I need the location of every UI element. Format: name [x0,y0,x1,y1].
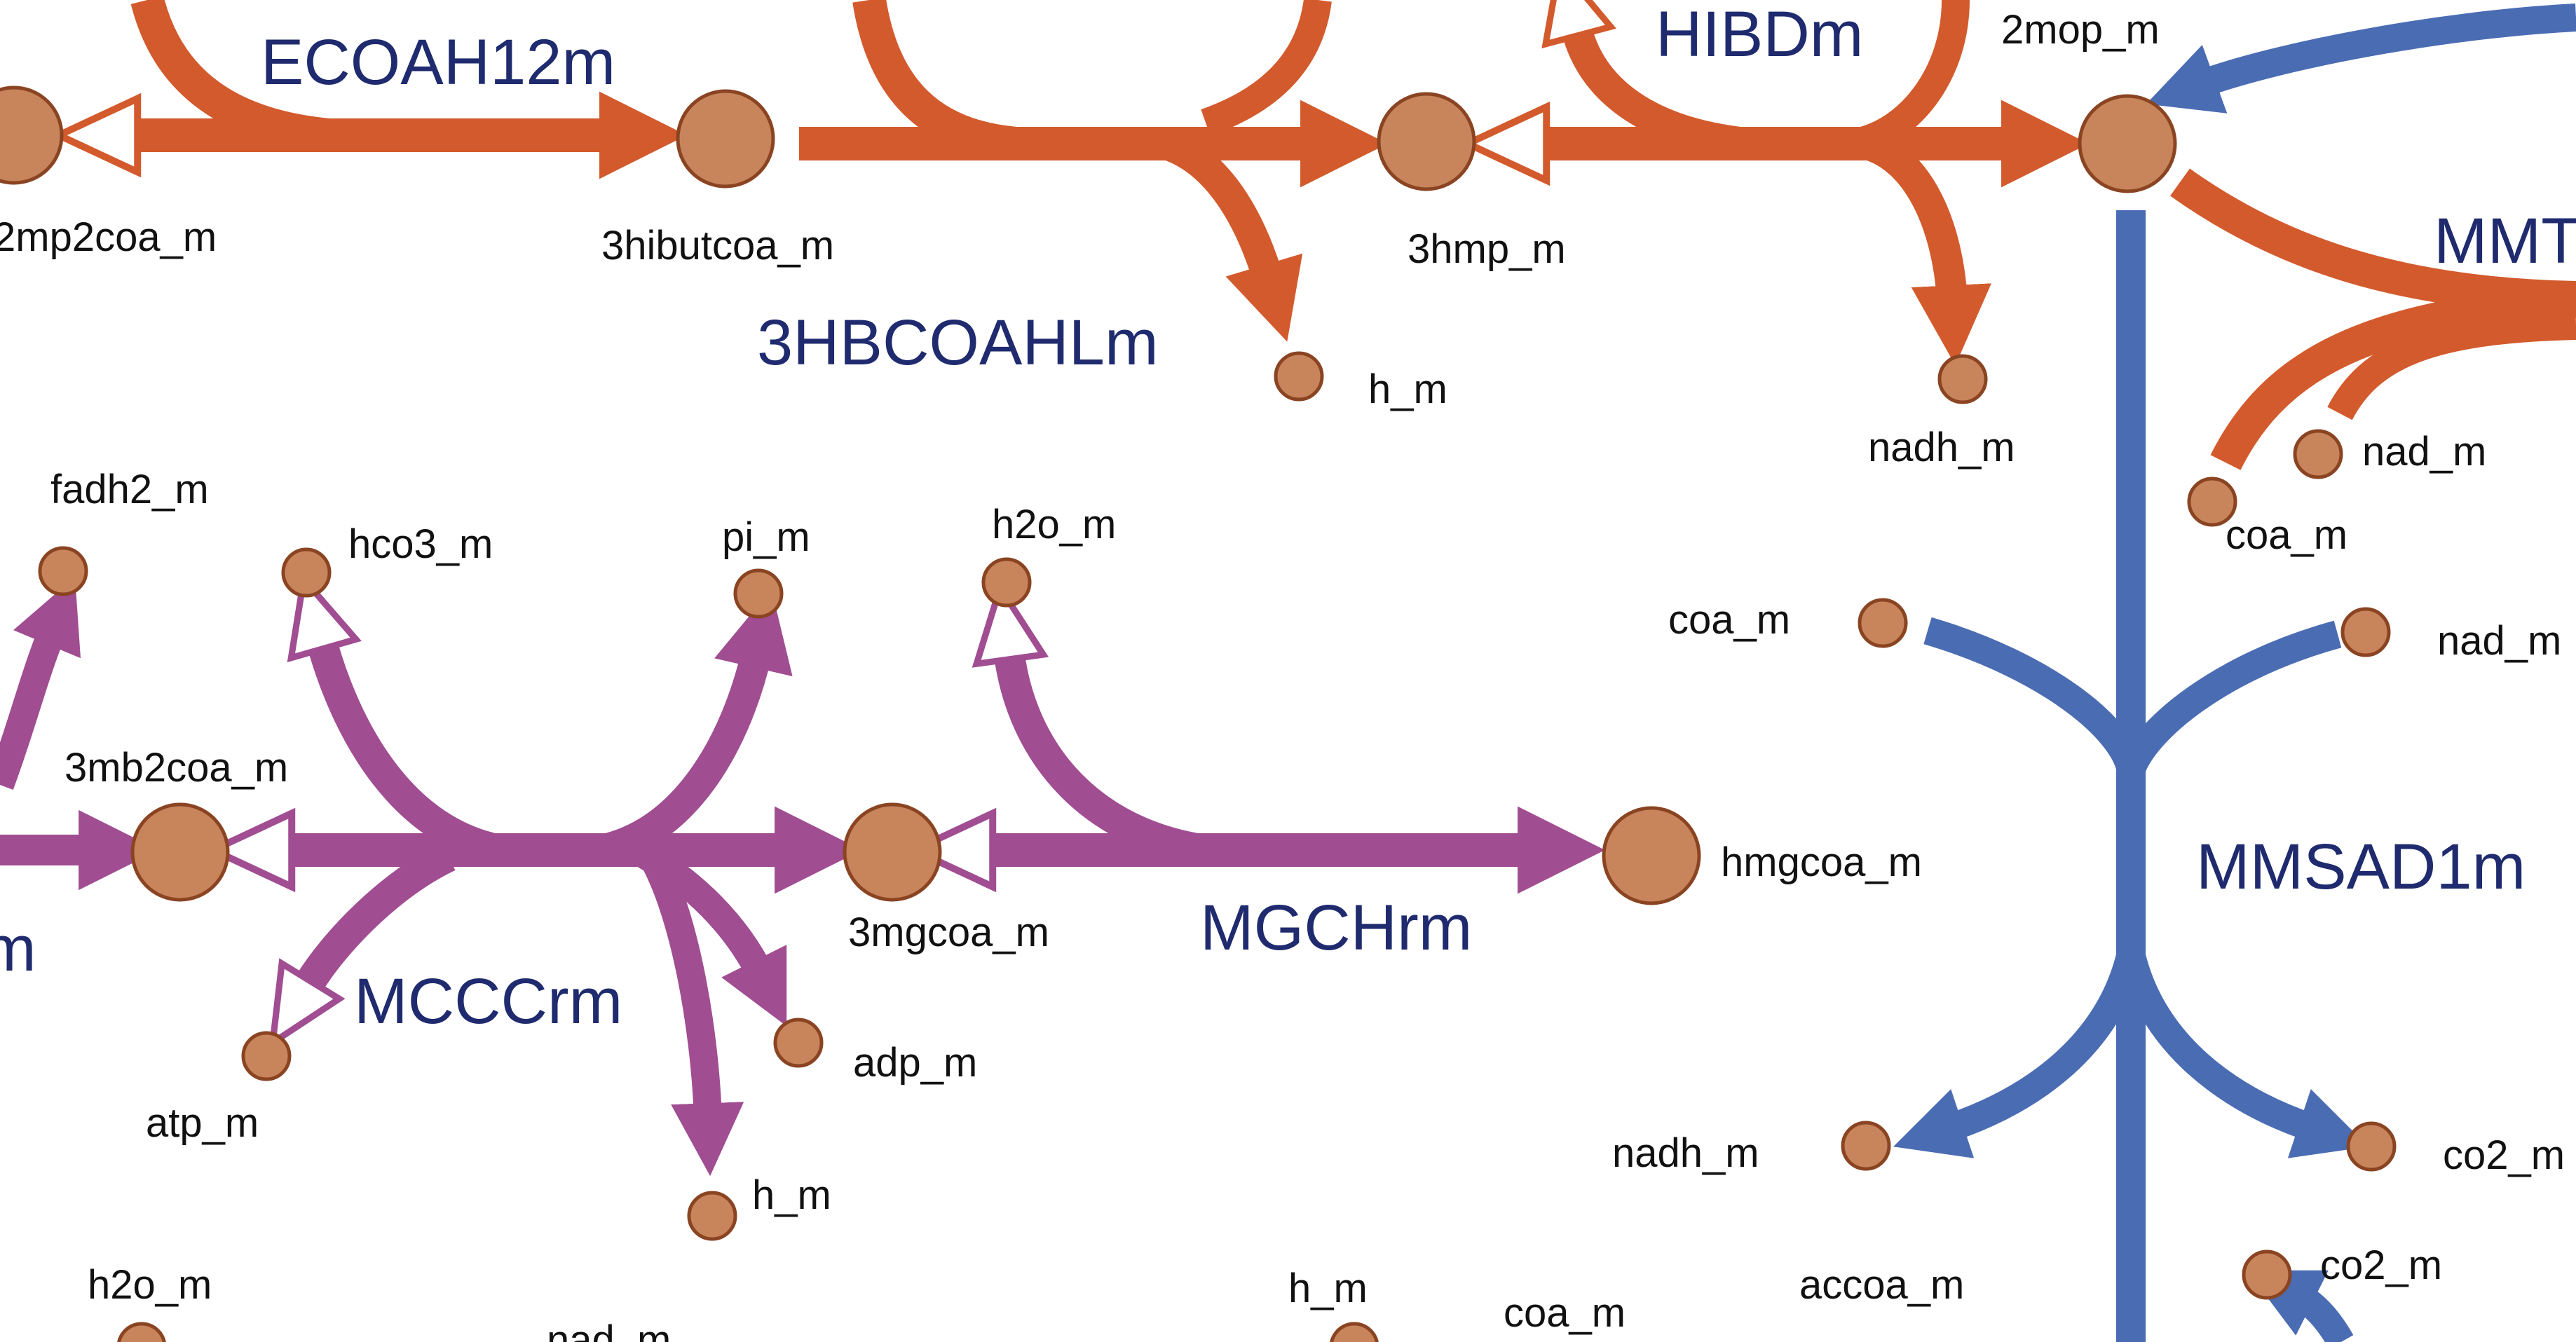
node-fadh2[interactable] [38,546,88,596]
mmt-edge-from-nad[interactable] [2327,312,2576,420]
label-coa-mid: coa_m [1668,597,1790,643]
node-3hibutcoa[interactable] [676,89,775,189]
label-nad-top: nad_m [2362,429,2486,474]
label-coa-bottom: coa_m [1504,1290,1626,1336]
label-pi: pi_m [722,514,810,560]
mcccrm-edge-to-hco3[interactable] [322,645,495,863]
reaction-labels: ECOAH12m HIBDm MMT 3HBCOAHLm MCCCrm MGCH… [0,0,2576,1037]
reaction-mmsad1m[interactable]: MMSAD1m [2196,831,2526,903]
node-coa-top[interactable] [2187,477,2237,527]
node-3hmp[interactable] [1377,92,1476,191]
label-nad-bottom: nad_m [547,1317,671,1342]
mgchrm-edge-to-h2o[interactable] [1009,655,1208,865]
node-nad-top[interactable] [2293,429,2343,479]
node-hmgcoa[interactable] [1602,806,1701,905]
label-adp: adp_m [853,1040,977,1086]
hibdm-edge-top-right[interactable] [1860,0,1970,154]
mcccrm-edge-to-pi[interactable] [605,589,793,863]
reaction-hibdm[interactable]: HIBDm [1656,0,1863,70]
label-hco3: hco3_m [348,521,493,567]
label-3hmp: 3hmp_m [1408,226,1566,272]
hibdm-edge-to-nadh[interactable] [1860,128,1991,366]
node-adp[interactable] [773,1018,824,1068]
mmt-edge-from-coa[interactable] [2210,285,2576,470]
node-nadh-mid[interactable] [1841,1121,1891,1171]
label-3mgcoa: 3mgcoa_m [848,910,1049,955]
label-hmgcoa: hmgcoa_m [1721,840,1922,885]
label-3hibutcoa: 3hibutcoa_m [601,223,834,268]
label-2mp2coa: 2mp2coa_m [0,214,217,260]
node-nad-mid[interactable] [2340,607,2391,657]
blue-edge-top-right-to-2mop[interactable] [2146,4,2576,114]
metabolite-labels: 2mp2coa_m 3hibutcoa_m 3hmp_m 2mop_m h_m … [0,7,2565,1342]
reaction-mgchrm[interactable]: MGCHrm [1200,892,1472,964]
node-h-bottom[interactable] [1330,1322,1379,1342]
node-hco3[interactable] [281,547,332,598]
label-atp: atp_m [146,1100,259,1146]
node-h-top[interactable] [1274,351,1324,402]
node-coa-mid[interactable] [1858,598,1908,648]
node-co2-a[interactable] [2346,1121,2397,1172]
mmsad1m-edge-to-nadh[interactable] [1893,950,2145,1158]
label-h2o-mid: h2o_m [992,502,1116,547]
node-3mb2coa[interactable] [130,802,230,902]
left-reaction-edge-to-fadh2[interactable] [0,577,81,790]
orange-pathway [130,0,2576,470]
label-accoa: accoa_m [1799,1262,1964,1308]
label-h-top: h_m [1368,367,1447,412]
node-2mop[interactable] [2078,94,2177,193]
label-2mop: 2mop_m [2001,7,2160,53]
label-nadh-mid: nadh_m [1612,1130,1759,1176]
purple-pathway [0,577,1605,1177]
reaction-ecoah12m[interactable]: ECOAH12m [261,27,615,98]
label-h-bottom: h_m [1288,1266,1368,1311]
mmsad1m-edge-from-coa[interactable] [1923,617,2145,774]
label-nad-mid: nad_m [2437,618,2561,664]
label-co2-a: co2_m [2443,1132,2565,1178]
mmsad1m-edge-to-co2[interactable] [2117,950,2369,1158]
hbcoahlm-edge-top[interactable] [852,0,1018,160]
node-2mp2coa[interactable] [0,85,64,185]
node-h2o-bottom[interactable] [117,1322,166,1342]
metabolite-nodes [0,85,2397,1342]
ecoah12m-edge-top[interactable] [130,0,332,152]
node-nadh-top[interactable] [1937,354,1988,404]
hibdm-edge-to-nad-top[interactable] [1577,32,1754,159]
node-co2-b[interactable] [2242,1249,2292,1300]
blue-pathway [1893,4,2576,1342]
label-h2o-bottom: h2o_m [88,1262,212,1308]
hbcoahlm-edge-top-right[interactable] [1201,0,1332,136]
label-fadh2: fadh2_m [50,467,209,512]
node-pi[interactable] [733,568,784,619]
label-h-mid: h_m [752,1172,831,1218]
reaction-mmt[interactable]: MMT [2434,205,2576,277]
node-h-mid[interactable] [687,1191,737,1241]
mcccrm-edge-to-atp[interactable] [308,842,456,985]
label-coa-top: coa_m [2226,512,2347,558]
label-3mb2coa: 3mb2coa_m [64,745,288,790]
reaction-3hbcoahlm[interactable]: 3HBCOAHLm [757,307,1159,378]
node-h2o-mid[interactable] [981,557,1032,608]
node-3mgcoa[interactable] [843,802,942,902]
label-co2-b: co2_m [2320,1242,2442,1288]
mcccrm-edge-to-h[interactable] [639,849,744,1177]
reaction-mcccrm[interactable]: MCCCrm [354,966,622,1037]
reaction-left-partial[interactable]: m [0,913,36,985]
mmsad1m-edge-from-nad[interactable] [2118,620,2342,776]
blue-edge-bottom-right-to-co2[interactable] [2247,1270,2354,1342]
hbcoahlm-edge-to-h[interactable] [1159,128,1303,342]
node-atp[interactable] [241,1031,292,1081]
label-nadh-top: nadh_m [1868,425,2015,470]
